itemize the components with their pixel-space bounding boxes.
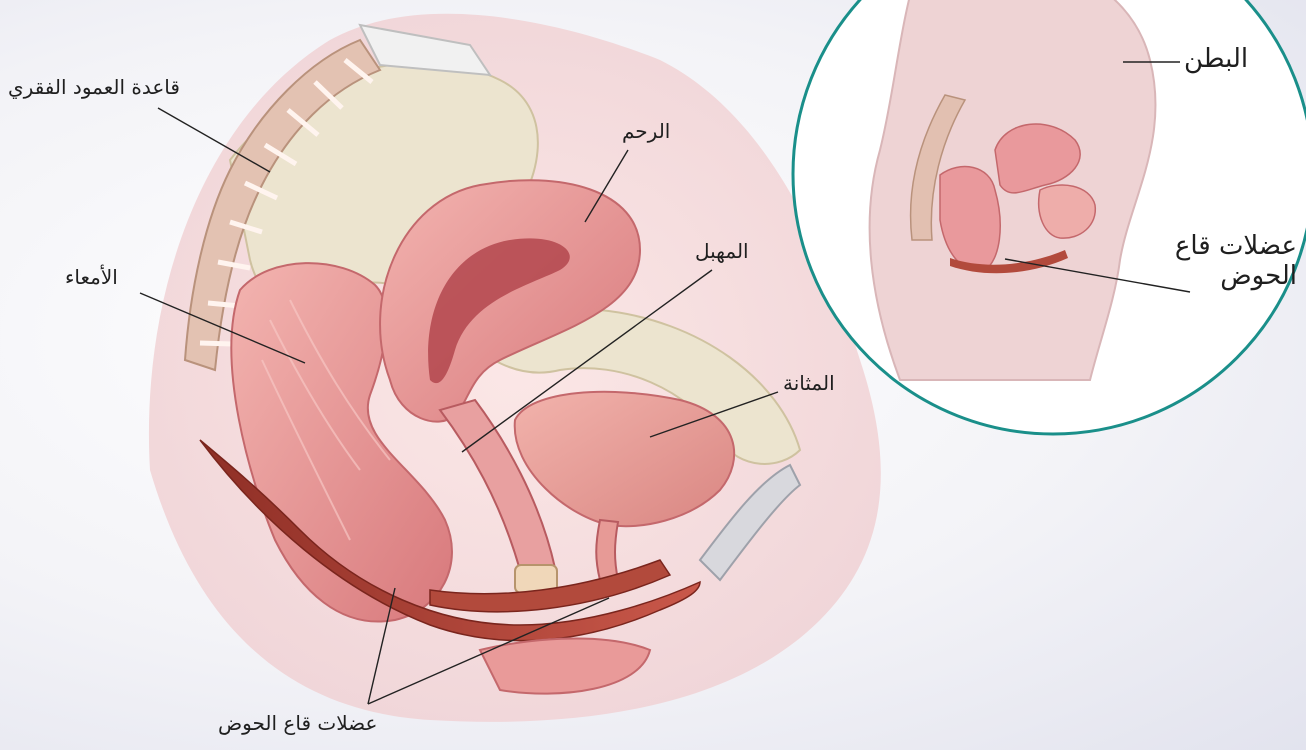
label-bladder: المثانة [783, 372, 835, 395]
label-uterus: الرحم [622, 120, 670, 143]
label-spine-base: قاعدة العمود الفقري [8, 76, 180, 99]
label-pelvic-floor-inset: عضلات قاع الحوض [1137, 232, 1297, 292]
label-pelvic-floor-bottom: عضلات قاع الحوض [218, 712, 377, 735]
urethra [596, 520, 618, 580]
label-intestine: الأمعاء [65, 266, 118, 289]
label-vagina: المهبل [695, 240, 749, 263]
label-pelvic-floor-inset-line1: عضلات قاع [1137, 232, 1297, 262]
label-abdomen: البطن [1184, 45, 1248, 75]
label-pelvic-floor-inset-line2: الحوض [1137, 262, 1297, 292]
